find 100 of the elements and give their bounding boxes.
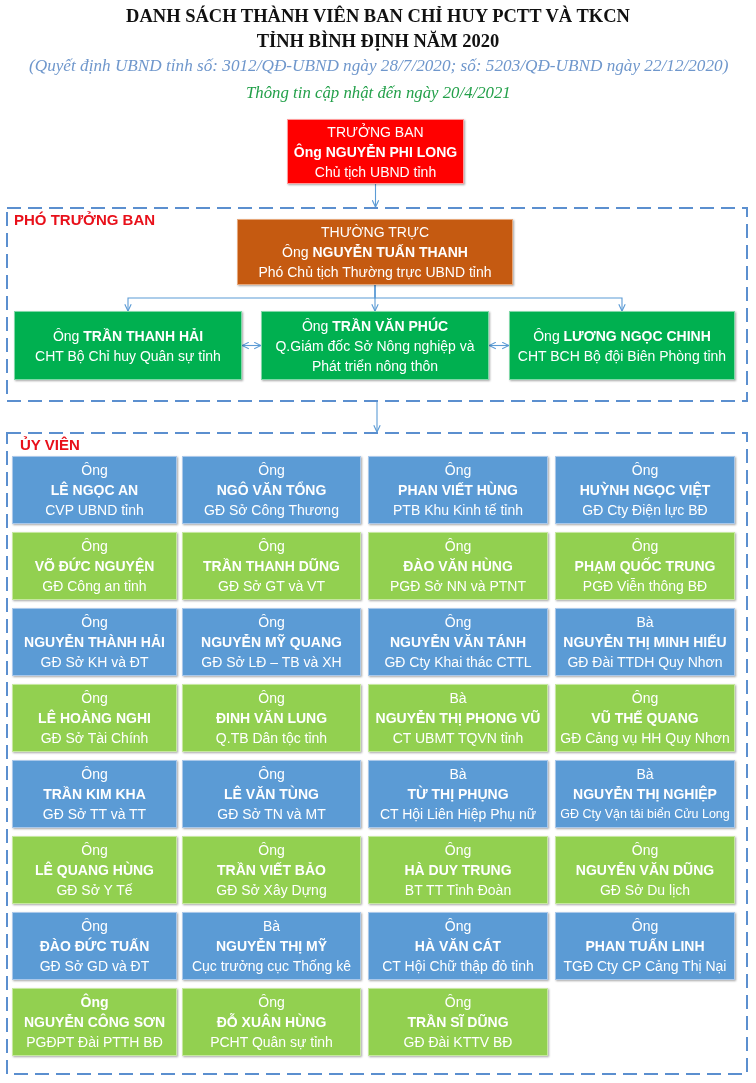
person-name: ĐINH VĂN LUNG	[215, 709, 328, 728]
person-name: PHAN TUẤN LINH	[585, 937, 705, 956]
position-title: GĐ Sở Tài Chính	[40, 729, 149, 748]
dashed-group-frame	[6, 207, 748, 402]
person-name: NGUYỄN VĂN TÁNH	[389, 633, 527, 652]
honorific: Ông	[80, 992, 109, 1012]
position-title: GĐ Cảng vụ HH Quy Nhơn	[560, 729, 730, 748]
person-name: TRẦN KIM KHA	[43, 785, 146, 804]
member-box	[368, 912, 548, 980]
person-name: NGUYỄN THỊ MỸ	[215, 937, 328, 956]
person-box	[509, 311, 735, 380]
group-heading: ỦY VIÊN	[20, 436, 80, 453]
member-box	[555, 684, 735, 752]
member-box	[555, 456, 735, 524]
honorific: Ông	[258, 993, 285, 1012]
honorific: Ông	[444, 917, 472, 936]
position-title: CT Hội Liên Hiệp Phụ nữ	[379, 805, 537, 824]
person-name: PHAN VIẾT HÙNG	[398, 480, 518, 500]
person-name: TRẦN SĨ DŨNG	[407, 1013, 509, 1032]
position-title: GĐ Cty Vận tải biển Cửu Long	[560, 806, 730, 823]
role-title: TRƯỞNG BAN	[327, 122, 424, 142]
person-name: TỪ THỊ PHỤNG	[407, 784, 509, 804]
role-box	[237, 219, 513, 285]
member-box	[12, 760, 177, 828]
honorific: Ông	[81, 765, 108, 784]
position-title: GĐ Sở Du lịch	[599, 881, 691, 900]
honorific: Ông	[444, 993, 472, 1012]
person-name: Ông LƯƠNG NGỌC CHINH	[533, 326, 711, 346]
person-name: NGUYỄN VĂN DŨNG	[575, 861, 715, 880]
arrow	[371, 183, 380, 208]
position-title: TGĐ Cty CP Cảng Thị Nại	[563, 957, 727, 976]
honorific: Ông	[444, 613, 472, 632]
honorific: Ông	[631, 841, 659, 860]
position-title: PGĐPT Đài PTTH BĐ	[26, 1033, 163, 1052]
person-name: NGUYỄN THỊ MINH HIẾU	[563, 633, 727, 652]
member-box	[555, 836, 735, 904]
member-box	[555, 912, 735, 980]
member-box	[182, 912, 361, 980]
position-title: GĐ Sở Xây Dựng	[216, 881, 327, 900]
position-title: GĐ Cty Điện lực BĐ	[582, 501, 708, 520]
honorific: Bà	[262, 917, 281, 936]
arrow	[374, 284, 626, 312]
honorific: Ông	[631, 917, 659, 936]
person-name: NGÔ VĂN TỔNG	[216, 480, 327, 500]
honorific: Ông	[81, 689, 108, 708]
position-title: Phó Chủ tịch Thường trực UBND tỉnh	[258, 263, 492, 282]
group-heading: PHÓ TRƯỞNG BAN	[14, 211, 156, 228]
honorific: Ông	[444, 537, 472, 556]
honorific: Ông	[444, 841, 472, 860]
member-box	[12, 836, 177, 904]
honorific: Ông	[81, 613, 108, 632]
position-title: BT TT Tỉnh Đoàn	[404, 881, 512, 900]
member-box	[555, 532, 735, 600]
position-title: PTB Khu Kinh tế tỉnh	[393, 501, 523, 520]
honorific: Ông	[444, 461, 472, 480]
person-box	[14, 311, 242, 380]
position-title: Q.Giám đốc Sở Nông nghiệp và Phát triển nông thôn	[274, 336, 476, 376]
honorific: Ông	[631, 537, 659, 556]
person-name: VŨ THẾ QUANG	[591, 709, 699, 728]
member-box	[12, 684, 177, 752]
member-box	[182, 456, 361, 524]
person-name: Ông TRẦN THANH HẢI	[52, 326, 204, 346]
person-name: ĐÀO ĐỨC TUẤN	[39, 936, 150, 956]
honorific: Ông	[258, 841, 285, 860]
member-box	[368, 456, 548, 524]
role-title: THƯỜNG TRỰC	[321, 223, 429, 242]
honorific: Ông	[631, 689, 659, 708]
person-name: NGUYỄN CÔNG SƠN	[23, 1012, 166, 1032]
position-title: GĐ Đài TTDH Quy Nhơn	[567, 653, 723, 672]
position-title: CT UBMT TQVN tỉnh	[392, 729, 524, 748]
person-name: PHẠM QUỐC TRUNG	[574, 556, 716, 576]
member-box	[182, 608, 361, 676]
position-title: GĐ Sở Y Tế	[56, 881, 133, 900]
person-name: ĐÀO VĂN HÙNG	[403, 556, 513, 576]
member-box	[12, 456, 177, 524]
honorific: Bà	[636, 765, 654, 784]
position-title: CHT Bộ Chỉ huy Quân sự tỉnh	[35, 346, 221, 366]
person-name: NGUYỄN THỊ PHONG VŨ	[375, 709, 541, 728]
position-title: PGĐ Sở NN và PTNT	[390, 577, 526, 596]
member-box	[182, 532, 361, 600]
person-name: NGUYỄN MỸ QUANG	[201, 633, 342, 652]
dashed-group-frame	[6, 432, 748, 1075]
position-title: GĐ Sở GT và VT	[218, 577, 325, 596]
person-name: LÊ VĂN TÙNG	[224, 784, 319, 804]
position-title: GĐ Sở TT và TT	[42, 805, 147, 824]
member-box	[368, 836, 548, 904]
position-title: PGĐ Viễn thông BĐ	[582, 577, 708, 596]
honorific: Ông	[81, 841, 108, 860]
position-title: CHT BCH Bộ đội Biên Phòng tỉnh	[517, 346, 727, 366]
honorific: Ông	[81, 917, 108, 936]
honorific: Ông	[258, 765, 285, 784]
role-box	[287, 119, 464, 184]
position-title: CVP UBND tỉnh	[45, 501, 144, 520]
person-name: TRẦN VIẾT BẢO	[217, 861, 326, 880]
person-name: VÕ ĐỨC NGUYỆN	[34, 556, 155, 576]
honorific: Ông	[258, 689, 285, 708]
honorific: Bà	[449, 689, 467, 708]
position-title: Chủ tịch UBND tỉnh	[314, 162, 437, 182]
member-box	[12, 988, 177, 1056]
member-box	[555, 760, 735, 828]
